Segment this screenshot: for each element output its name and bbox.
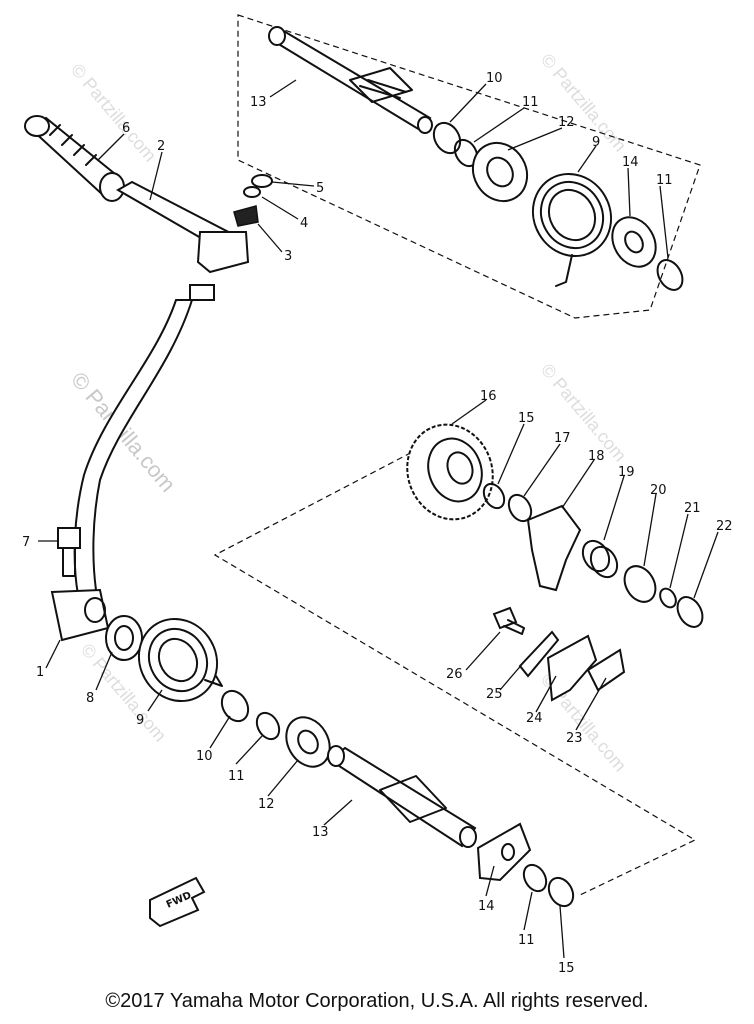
- callout-10-lower: 10: [196, 749, 213, 764]
- kick-crank-arm: [115, 180, 250, 274]
- callout-12-upper: 12: [558, 115, 575, 130]
- clip-25: [518, 630, 560, 678]
- callout-9-upper: 9: [592, 135, 600, 150]
- kick-gear: [406, 423, 494, 521]
- washer-lower: [220, 689, 250, 723]
- circlip-lower: [255, 711, 281, 741]
- plate-24: [546, 634, 598, 702]
- callout-13-lower: 13: [312, 825, 329, 840]
- spring-guide-upper: [471, 141, 529, 203]
- washer-upper: [432, 121, 462, 155]
- callout-8: 8: [86, 691, 94, 706]
- stopper-plate-hole: [501, 843, 515, 861]
- callout-17: 17: [554, 431, 571, 446]
- copyright-footer: ©2017 Yamaha Motor Corporation, U.S.A. A…: [105, 990, 649, 1012]
- callout-19: 19: [618, 465, 635, 480]
- circlip-upper-right: [656, 259, 684, 291]
- callout-1: 1: [36, 665, 44, 680]
- callout-18: 18: [588, 449, 605, 464]
- callout-10-upper: 10: [486, 71, 503, 86]
- callout-3: 3: [284, 249, 292, 264]
- stopper-23: [586, 648, 626, 692]
- callout-23: 23: [566, 731, 583, 746]
- circlip-15: [482, 482, 506, 510]
- callout-24: 24: [526, 711, 543, 726]
- upper-assembly-outline: [237, 14, 701, 319]
- spring-guide-lower: [285, 716, 331, 768]
- washer-17: [507, 493, 533, 523]
- callout-26: 26: [446, 667, 463, 682]
- callout-5: 5: [316, 181, 324, 196]
- ratchet-18: [526, 504, 582, 592]
- spring-cover-upper: [611, 216, 657, 268]
- fwd-arrow: FWD: [149, 876, 206, 928]
- callout-15-lower: 15: [558, 961, 575, 976]
- circlip-15-lower: [547, 876, 575, 908]
- leader-lines: [38, 79, 719, 959]
- callout-labels: 1 2 3 4 5 6 7 8 9 10 11 12 13 13 10 11 1…: [22, 71, 733, 976]
- kick-shaft-lower: [327, 745, 477, 848]
- bolt-26: [492, 606, 525, 635]
- washer-5: [251, 174, 273, 188]
- watermark-mid-right: © Partzilla.com: [537, 360, 630, 466]
- callout-14-lower: 14: [478, 899, 495, 914]
- callout-9-lower: 9: [136, 713, 144, 728]
- washer-22: [676, 596, 704, 628]
- return-spring-lower: [137, 617, 223, 703]
- bolt-7: [57, 527, 81, 577]
- callout-11-upper-right: 11: [656, 173, 673, 188]
- kick-grip: [24, 115, 125, 202]
- watermark-top-right: © Partzilla.com: [537, 50, 630, 156]
- callout-20: 20: [650, 483, 667, 498]
- bushing-8: [105, 615, 143, 661]
- kick-arm: [50, 284, 215, 642]
- washer-20: [623, 565, 657, 603]
- callout-16: 16: [480, 389, 497, 404]
- circlip-21: [659, 587, 677, 609]
- callout-21: 21: [684, 501, 701, 516]
- return-spring-upper: [531, 172, 613, 287]
- callout-11-lower-b: 11: [518, 933, 535, 948]
- callout-4: 4: [300, 216, 308, 231]
- callout-25: 25: [486, 687, 503, 702]
- callout-15-upper: 15: [518, 411, 535, 426]
- clip-4: [243, 186, 261, 198]
- callout-22: 22: [716, 519, 733, 534]
- circlip-lower-right: [522, 863, 548, 893]
- callout-2: 2: [157, 139, 165, 154]
- callout-13-upper: 13: [250, 95, 267, 110]
- callout-11-upper: 11: [522, 95, 539, 110]
- spring-19: [581, 539, 619, 579]
- callout-11-lower-a: 11: [228, 769, 245, 784]
- callout-7: 7: [22, 535, 30, 550]
- kick-shaft-upper: [268, 26, 433, 134]
- stopper-plate-lower: [476, 822, 532, 882]
- callout-14-upper: 14: [622, 155, 639, 170]
- callout-6: 6: [122, 121, 130, 136]
- callout-12-lower: 12: [258, 797, 275, 812]
- detent-3: [233, 205, 259, 227]
- lower-assembly-outline: [213, 447, 697, 896]
